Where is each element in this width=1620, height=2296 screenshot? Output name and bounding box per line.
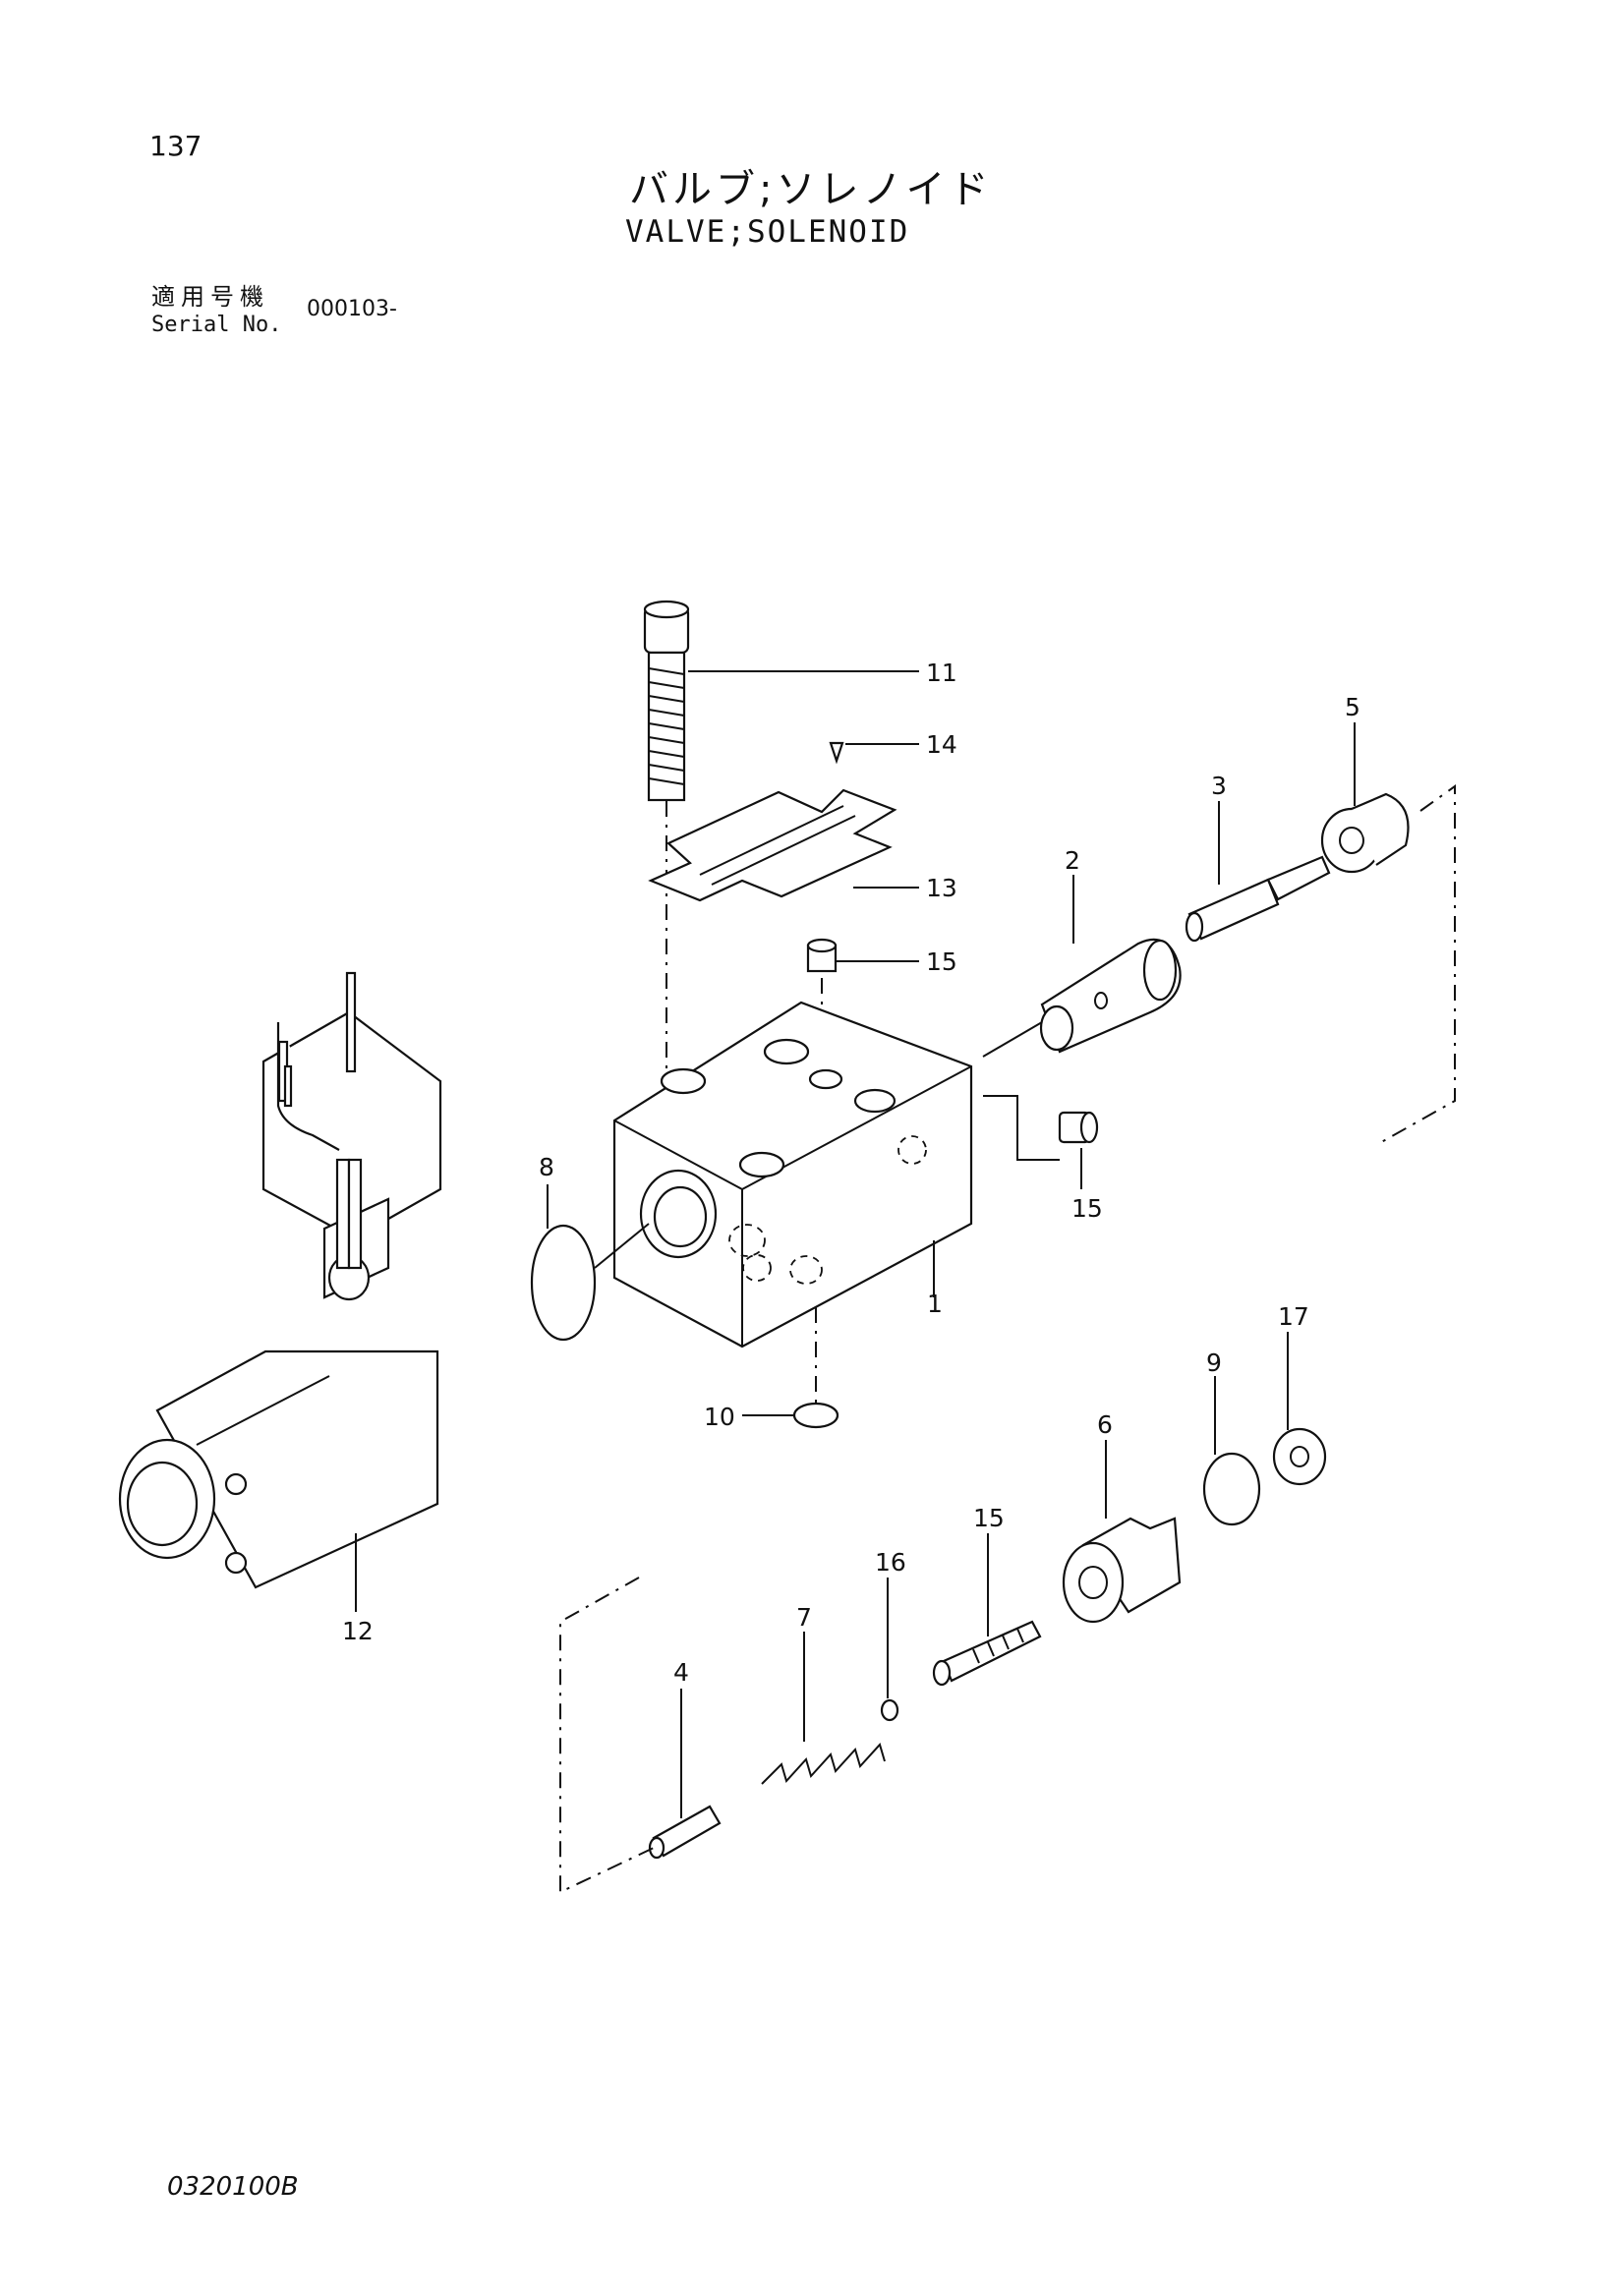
part-17-ring <box>880 1698 899 1722</box>
callout-12: 12 <box>342 1617 374 1645</box>
part-15-plug-side <box>1058 1111 1099 1144</box>
part-10-o-ring <box>792 1402 839 1429</box>
part-13-plate <box>648 788 897 902</box>
callout-18: 17 <box>1278 1302 1309 1331</box>
callout-15-top: 15 <box>926 947 957 976</box>
part-5-plug <box>1320 792 1410 874</box>
callout-13: 13 <box>926 874 957 902</box>
part-9-o-ring <box>1202 1452 1261 1526</box>
serial-label-japanese: 適用号機 <box>151 283 269 311</box>
callout-14: 14 <box>926 730 957 759</box>
part-3-spool <box>1185 855 1331 943</box>
part-15-plug-top <box>806 938 838 973</box>
part-2-sleeve <box>1039 938 1182 1054</box>
callout-15-side: 15 <box>1071 1194 1103 1223</box>
serial-number-value: 000103- <box>307 297 397 321</box>
part-18-nut <box>1272 1427 1327 1486</box>
part-16-screw <box>932 1620 1042 1687</box>
callout-9: 9 <box>1206 1349 1222 1377</box>
callout-11: 11 <box>926 659 957 687</box>
part-11-cap-screw <box>643 600 690 802</box>
callout-2: 2 <box>1065 846 1080 875</box>
callout-6: 6 <box>1097 1410 1113 1439</box>
document-code: 0320100B <box>167 2172 299 2202</box>
title-japanese: バルブ;ソレノイド <box>629 167 993 212</box>
serial-label-english: Serial No. <box>151 313 282 337</box>
part-1-valve-body <box>612 1001 973 1349</box>
callout-16: 15 <box>973 1504 1005 1532</box>
part-7-spring <box>761 1743 886 1785</box>
callout-1: 1 <box>927 1290 943 1318</box>
title-english: VALVE;SOLENOID <box>625 214 910 250</box>
part-6-plug <box>1062 1517 1182 1624</box>
callout-5: 5 <box>1345 693 1360 721</box>
callout-4: 4 <box>673 1658 689 1687</box>
part-4-pin <box>648 1805 722 1860</box>
callout-10: 10 <box>704 1403 735 1431</box>
callout-7: 7 <box>796 1603 812 1632</box>
part-14-small-screw <box>829 741 844 765</box>
part-8-o-ring <box>530 1224 597 1342</box>
page-number: 137 <box>149 130 202 162</box>
part-12-solenoid <box>118 971 442 1589</box>
callout-3: 3 <box>1211 772 1227 800</box>
callout-8: 8 <box>539 1153 554 1181</box>
callout-17: 16 <box>875 1548 906 1577</box>
